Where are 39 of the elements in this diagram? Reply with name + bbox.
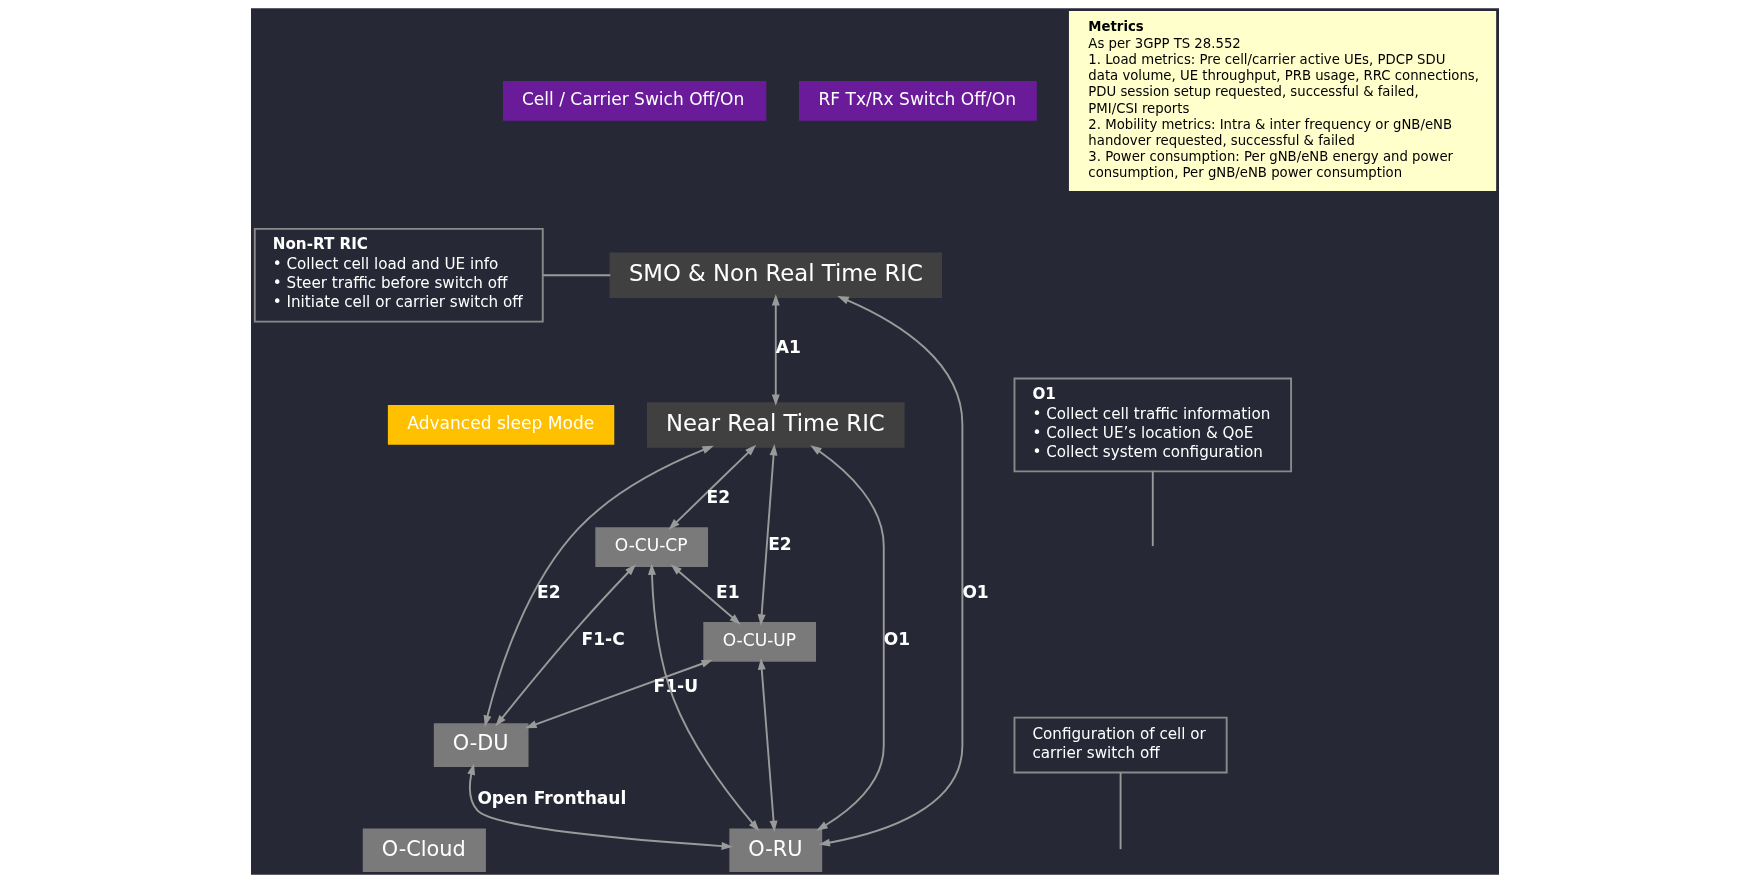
connector	[542, 274, 612, 277]
edge-label: O1	[883, 629, 911, 650]
arrow	[818, 296, 964, 847]
node-box: SMO & Non Real Time RIC	[609, 252, 942, 298]
connector	[1119, 771, 1122, 851]
edge-label: E2	[537, 581, 561, 602]
edge-label: E1	[716, 581, 740, 602]
node-box: Advanced sleep Mode	[387, 405, 615, 445]
arrow	[771, 294, 780, 406]
node-box: Cell / Carrier Swich Off/On	[502, 81, 767, 121]
arrow	[670, 564, 741, 625]
edge-label: O1	[962, 581, 989, 602]
node-box: O-DU	[433, 723, 529, 767]
arrow	[467, 763, 733, 851]
arrow	[525, 659, 713, 729]
edge-label: E2	[768, 534, 792, 555]
arrow	[757, 658, 778, 833]
arrow	[647, 563, 760, 832]
edge-label: A1	[775, 337, 801, 358]
edge-label: E2	[706, 486, 731, 507]
arrow	[757, 444, 778, 626]
arrow	[810, 445, 885, 831]
edge-label: F1-C	[581, 629, 625, 650]
node-box: Non-RT RIC • Collect cell load and UE info • Steer traffic before switch off • Initiate cell or carrier switch off	[253, 227, 544, 323]
node-box: O-CU-CP	[595, 527, 709, 567]
edge-label: F1-U	[653, 676, 699, 697]
node-box: Near Real Time RIC	[646, 402, 905, 448]
arrow	[483, 445, 714, 727]
node-box: Metrics As per 3GPP TS 28.552 1. Load metrics: Pre cell/carrier active UEs, PDCP SDU data volume, UE throughput, PRB usage, RRC connections, PDU session setup requested, successful & failed, PMI/CSI reports 2. Mobility metrics: Intra & inter frequency or gNB/eNB handover requested, successful & failed 3. Power consumption: Per gNB/eNB energy and power consumption, Per gNB/eNB power consumption	[1068, 10, 1497, 191]
arrow	[495, 564, 637, 727]
arrow	[668, 444, 757, 530]
node-box: O-RU	[729, 828, 823, 873]
node-box: O-Cloud	[362, 828, 486, 873]
node-box: O1 • Collect cell traffic information • Collect UE’s location & QoE • Collect system configuration	[1013, 377, 1293, 473]
edge-label: Open Fronthaul	[477, 788, 627, 809]
node-box: O-CU-UP	[703, 621, 817, 662]
node-box: RF Tx/Rx Switch Off/On	[799, 81, 1037, 121]
node-box: Configuration of cell or carrier switch off	[1013, 716, 1228, 774]
connector	[1151, 470, 1154, 547]
